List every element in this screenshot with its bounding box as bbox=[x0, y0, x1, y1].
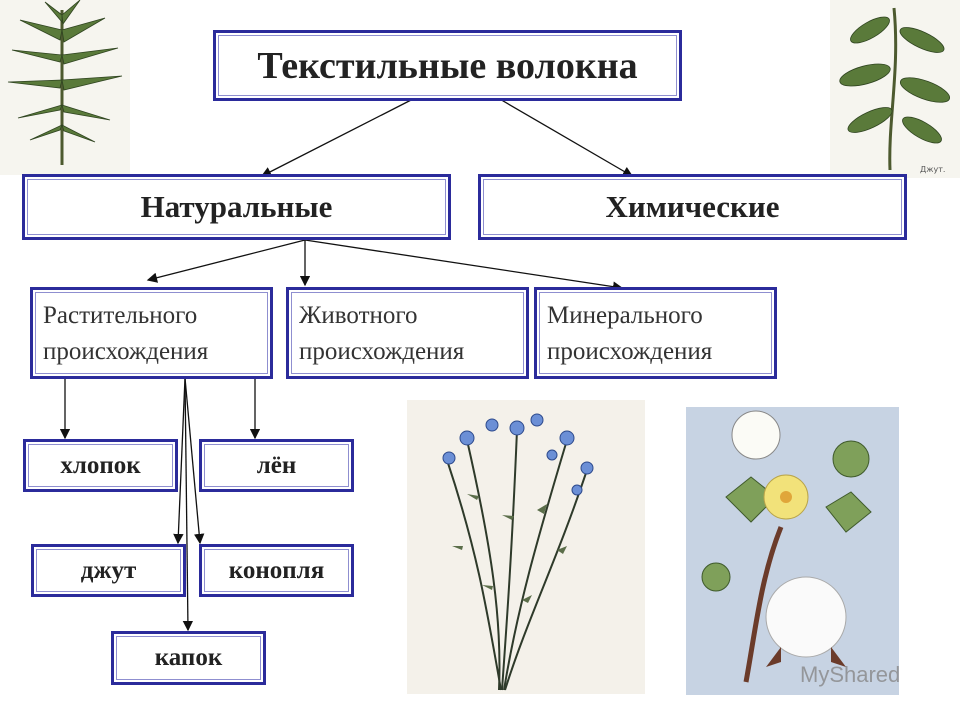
title-box: Текстильные волокна bbox=[213, 30, 682, 101]
flax-plant-illustration bbox=[407, 400, 645, 694]
jute-label: джут bbox=[80, 556, 137, 584]
flax-box: лён bbox=[199, 439, 354, 492]
watermark: MyShared bbox=[800, 662, 900, 688]
jute-caption: Джут. bbox=[920, 165, 945, 174]
animal-origin-box: Животного происхождения bbox=[286, 287, 529, 379]
hemp-label: конопля bbox=[228, 556, 325, 584]
chemical-fibers-box: Химические bbox=[478, 174, 907, 240]
natural-label: Натуральные bbox=[140, 189, 333, 224]
cotton-box: хлопок bbox=[23, 439, 178, 492]
cotton-label: хлопок bbox=[60, 451, 141, 479]
mineral-origin-label: Минерального происхождения bbox=[547, 302, 713, 366]
chemical-label: Химические bbox=[605, 189, 780, 224]
watermark-text: MyShared bbox=[800, 662, 901, 687]
jute-box: джут bbox=[31, 544, 186, 597]
animal-origin-label: Животного происхождения bbox=[299, 302, 465, 366]
plant-origin-box: Растительного происхождения bbox=[30, 287, 273, 379]
hemp-box: конопля bbox=[199, 544, 354, 597]
mineral-origin-box: Минерального происхождения bbox=[534, 287, 777, 379]
jute-plant-illustration: Джут. bbox=[830, 0, 960, 178]
page-title: Текстильные волокна bbox=[257, 44, 638, 87]
natural-fibers-box: Натуральные bbox=[22, 174, 451, 240]
kapok-box: капок bbox=[111, 631, 266, 685]
cotton-plant-illustration bbox=[686, 407, 899, 695]
kapok-label: капок bbox=[154, 644, 223, 671]
plant-origin-label: Растительного происхождения bbox=[43, 302, 209, 366]
flax-label: лён bbox=[256, 451, 297, 479]
hemp-plant-illustration bbox=[0, 0, 130, 175]
